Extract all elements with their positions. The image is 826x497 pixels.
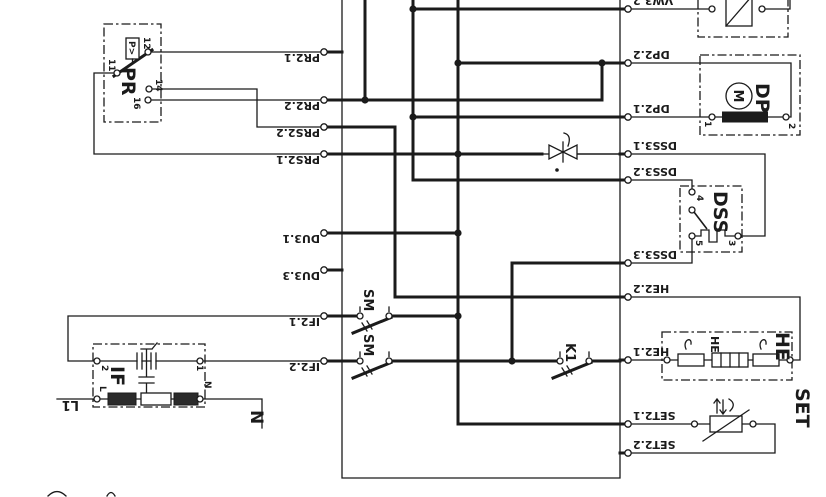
terminal-label-dp2-2: DP2.2 bbox=[633, 48, 670, 61]
terminal-label-set2-2: SET2.2 bbox=[633, 438, 675, 451]
external-wires bbox=[56, 0, 801, 454]
if-interference-filter: IF 2 1 L N bbox=[92, 342, 212, 408]
if-label: IF bbox=[106, 366, 128, 386]
terminal-labels: PR2.1 PR2.2 PRS2.2 PRS2.1 DU3.1 DU3.3 IF… bbox=[276, 0, 677, 451]
terminal-label-set2-1: SET2.1 bbox=[633, 409, 675, 422]
dss-pin-5: 5 bbox=[693, 240, 703, 246]
if-pin-n: N bbox=[202, 381, 212, 389]
dp-drain-pump: M DP 1 2 bbox=[699, 54, 801, 136]
pr-pin-16: 16 bbox=[131, 97, 141, 110]
terminal-label-vw3-2: VW3.2 bbox=[633, 0, 673, 7]
if-pin-1: 1 bbox=[194, 365, 204, 371]
dp-pin-1: 1 bbox=[702, 121, 712, 127]
if-pin-2: 2 bbox=[99, 365, 109, 371]
terminal-label-pr2-2: PR2.2 bbox=[284, 99, 320, 112]
set-temp-sensor: SET bbox=[690, 388, 813, 442]
pr-pin-14: 14 bbox=[153, 79, 163, 92]
sm-lower-label: SM bbox=[360, 334, 375, 356]
mains-l1-label: L1 bbox=[62, 397, 79, 412]
he-label: HE bbox=[771, 332, 793, 361]
dp-pin-2: 2 bbox=[786, 123, 796, 129]
sm-upper-switch: SM bbox=[351, 289, 393, 335]
terminal-label-prs2-2: PRS2.2 bbox=[276, 126, 320, 139]
terminal-label-dss3-3: DSS3.3 bbox=[633, 248, 677, 261]
mains-n-label: N bbox=[246, 410, 266, 424]
control-unit-terminals bbox=[320, 5, 632, 457]
terminal-label-if2-1: IF2.1 bbox=[289, 315, 320, 328]
k1-label: K1 bbox=[562, 343, 577, 362]
dp-label: DP bbox=[751, 83, 773, 113]
pr-pin-12: 12 bbox=[141, 37, 151, 50]
dss-door-switch: DSS 4 5 3 bbox=[679, 185, 743, 253]
terminal-label-dss3-1: DSS3.1 bbox=[633, 139, 677, 152]
pr-pin-11: 11 bbox=[106, 59, 116, 72]
k1-relay-contact: K1 bbox=[551, 343, 593, 380]
terminal-label-dp2-1: DP2.1 bbox=[633, 102, 670, 115]
terminal-label-du3-3: DU3.3 bbox=[282, 269, 320, 282]
terminal-label-pr2-1: PR2.1 bbox=[284, 51, 320, 64]
sm-lower-switch: SM bbox=[351, 334, 393, 380]
he-heating-element: HE HE bbox=[661, 331, 794, 381]
internal-traces bbox=[325, 0, 627, 455]
terminal-label-dss3-2: DSS3.2 bbox=[633, 165, 677, 178]
dp-motor-symbol: M bbox=[730, 90, 745, 103]
terminal-label-du3-1: DU3.1 bbox=[282, 232, 320, 245]
he-element-label: HE bbox=[708, 336, 721, 353]
triac-symbol bbox=[541, 132, 578, 172]
terminal-label-if2-2: IF2.2 bbox=[289, 360, 320, 373]
dss-pin-3: 3 bbox=[726, 240, 736, 246]
vw-water-valve bbox=[697, 0, 789, 38]
terminal-label-prs2-1: PRS2.1 bbox=[276, 153, 320, 166]
pr-pressure-symbol: P> bbox=[126, 41, 136, 55]
pr-label: PR bbox=[117, 67, 139, 96]
clipped-page-marks bbox=[47, 490, 116, 497]
pr-pressure-switch: PR P> 11 12 14 16 bbox=[103, 23, 163, 123]
terminal-label-he2-1: HE2.1 bbox=[633, 345, 669, 358]
if-pin-l: L bbox=[97, 386, 107, 392]
dss-label: DSS bbox=[709, 191, 731, 233]
set-label: SET bbox=[791, 388, 813, 428]
control-unit-box bbox=[341, 0, 621, 479]
sm-upper-label: SM bbox=[360, 289, 375, 311]
terminal-label-he2-2: HE2.2 bbox=[633, 282, 669, 295]
dss-pin-4: 4 bbox=[694, 195, 704, 201]
